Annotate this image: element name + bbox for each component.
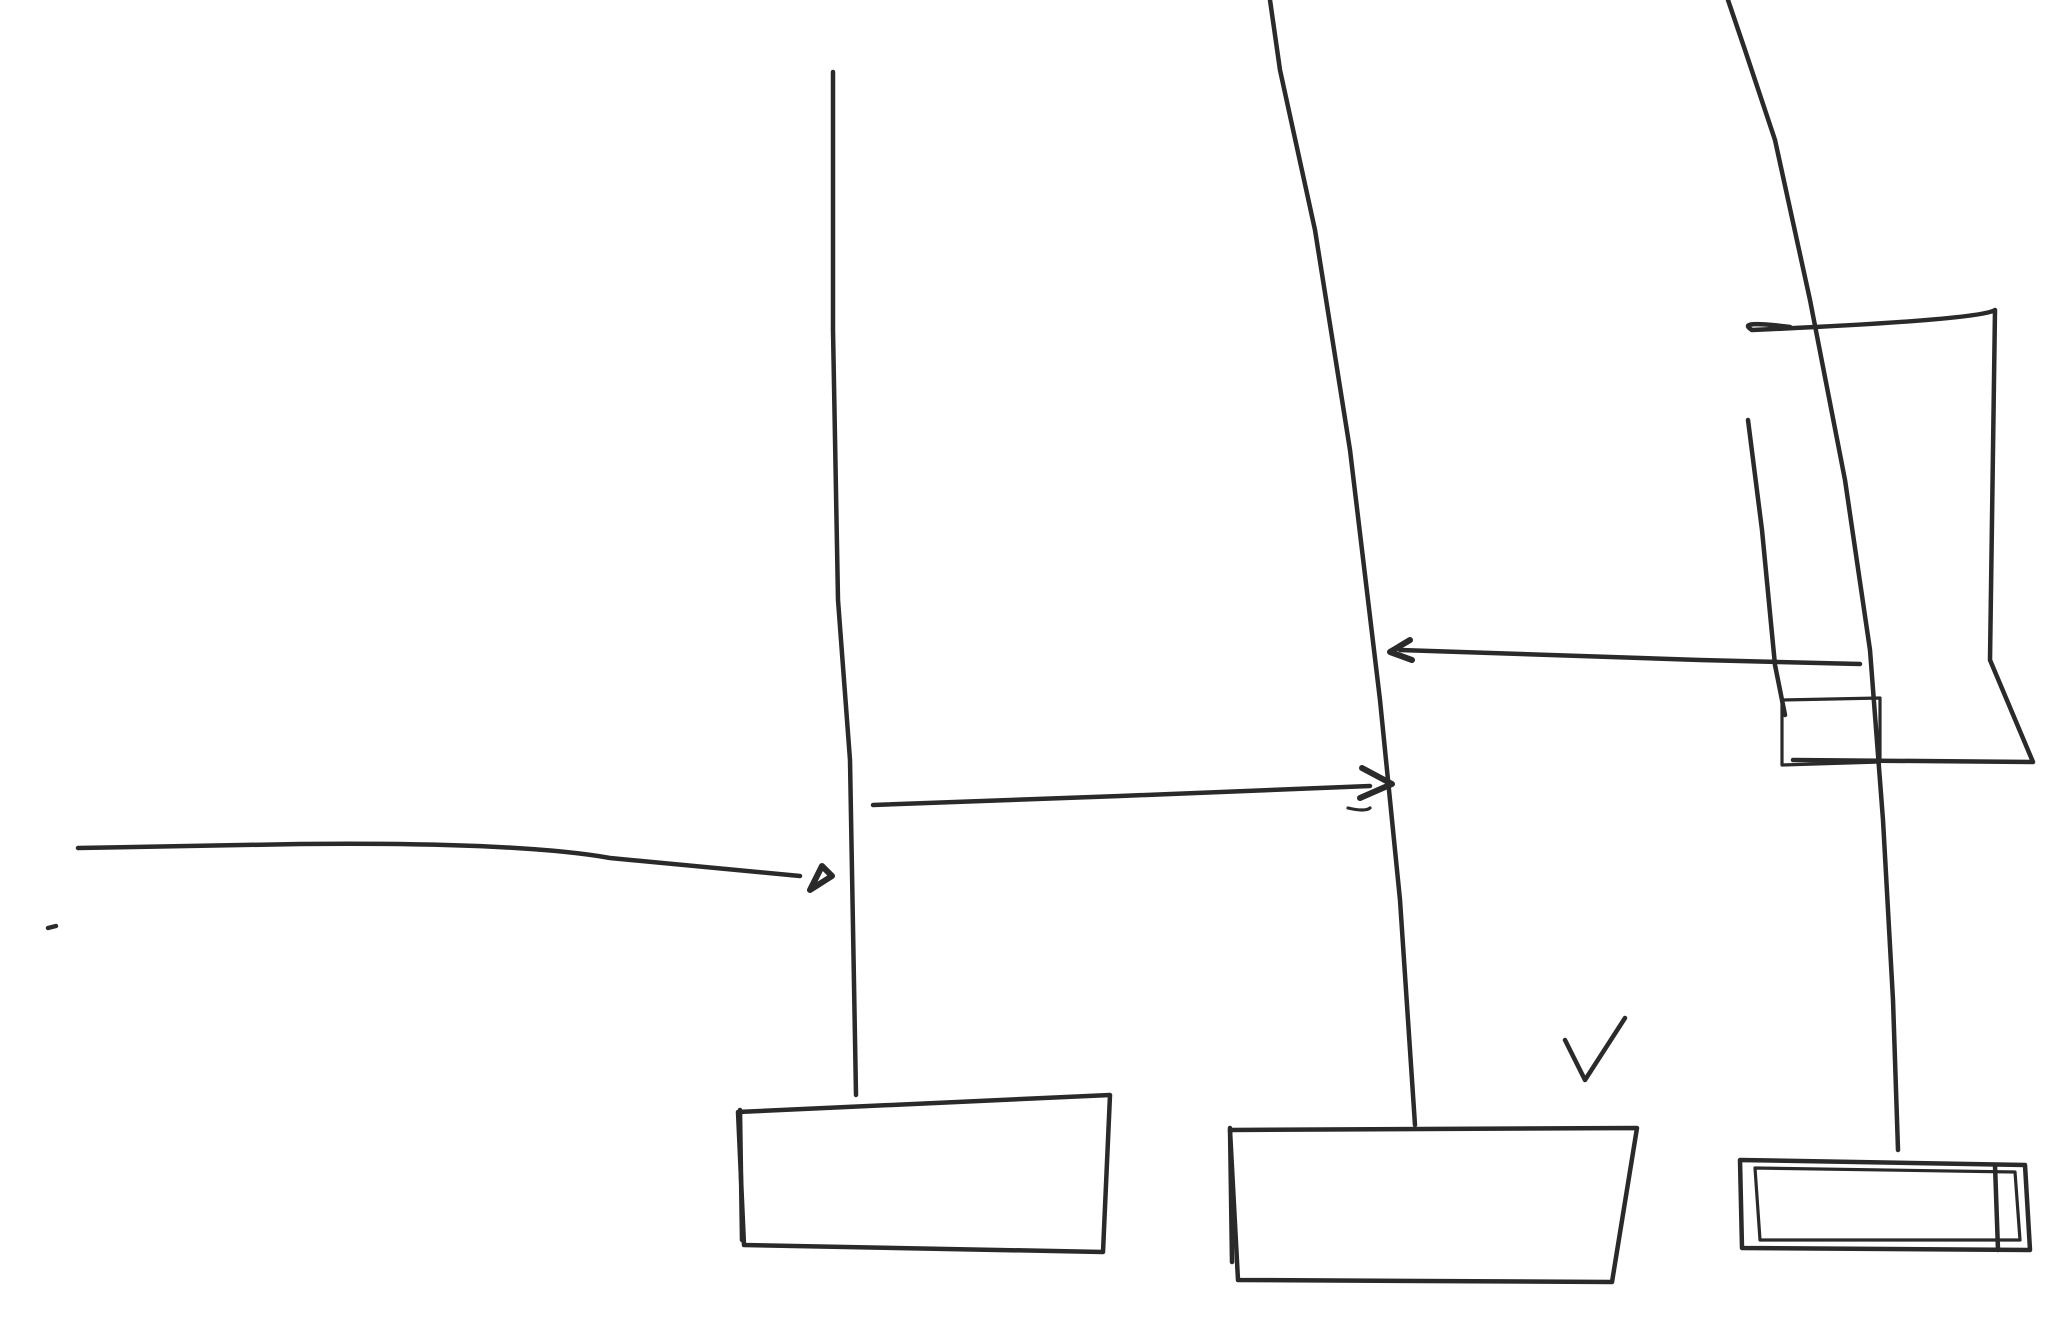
activation-bar-inner-line (1745, 417, 1788, 718)
participant-box-3-side-tick (1992, 1162, 2001, 1253)
participant-box-2-side-tick (1227, 1125, 1235, 1265)
message-1 (75, 841, 835, 893)
message-3 (1387, 637, 1863, 667)
message-1-arrowhead (807, 863, 835, 893)
message-2 (870, 765, 1395, 812)
participant-box-3 (1737, 1157, 2033, 1253)
message-2-arrowhead (1357, 765, 1395, 801)
message-2-tail-marker (1346, 806, 1372, 812)
participant-box-1 (735, 1092, 1113, 1255)
checkmark-icon (1562, 1015, 1628, 1083)
small-process-box (1780, 696, 1882, 767)
participant-box-1-side-tick (737, 1107, 745, 1243)
activation-bar (1745, 307, 2036, 765)
lifeline-2 (1267, 0, 1418, 1128)
lifeline-3 (1725, 0, 1901, 1153)
message-3-arrowhead (1387, 637, 1415, 663)
stray-mark (45, 923, 59, 931)
note-annotation (1562, 1015, 1628, 1083)
participant-box-2 (1227, 1125, 1640, 1285)
lifeline-1 (830, 69, 859, 1098)
